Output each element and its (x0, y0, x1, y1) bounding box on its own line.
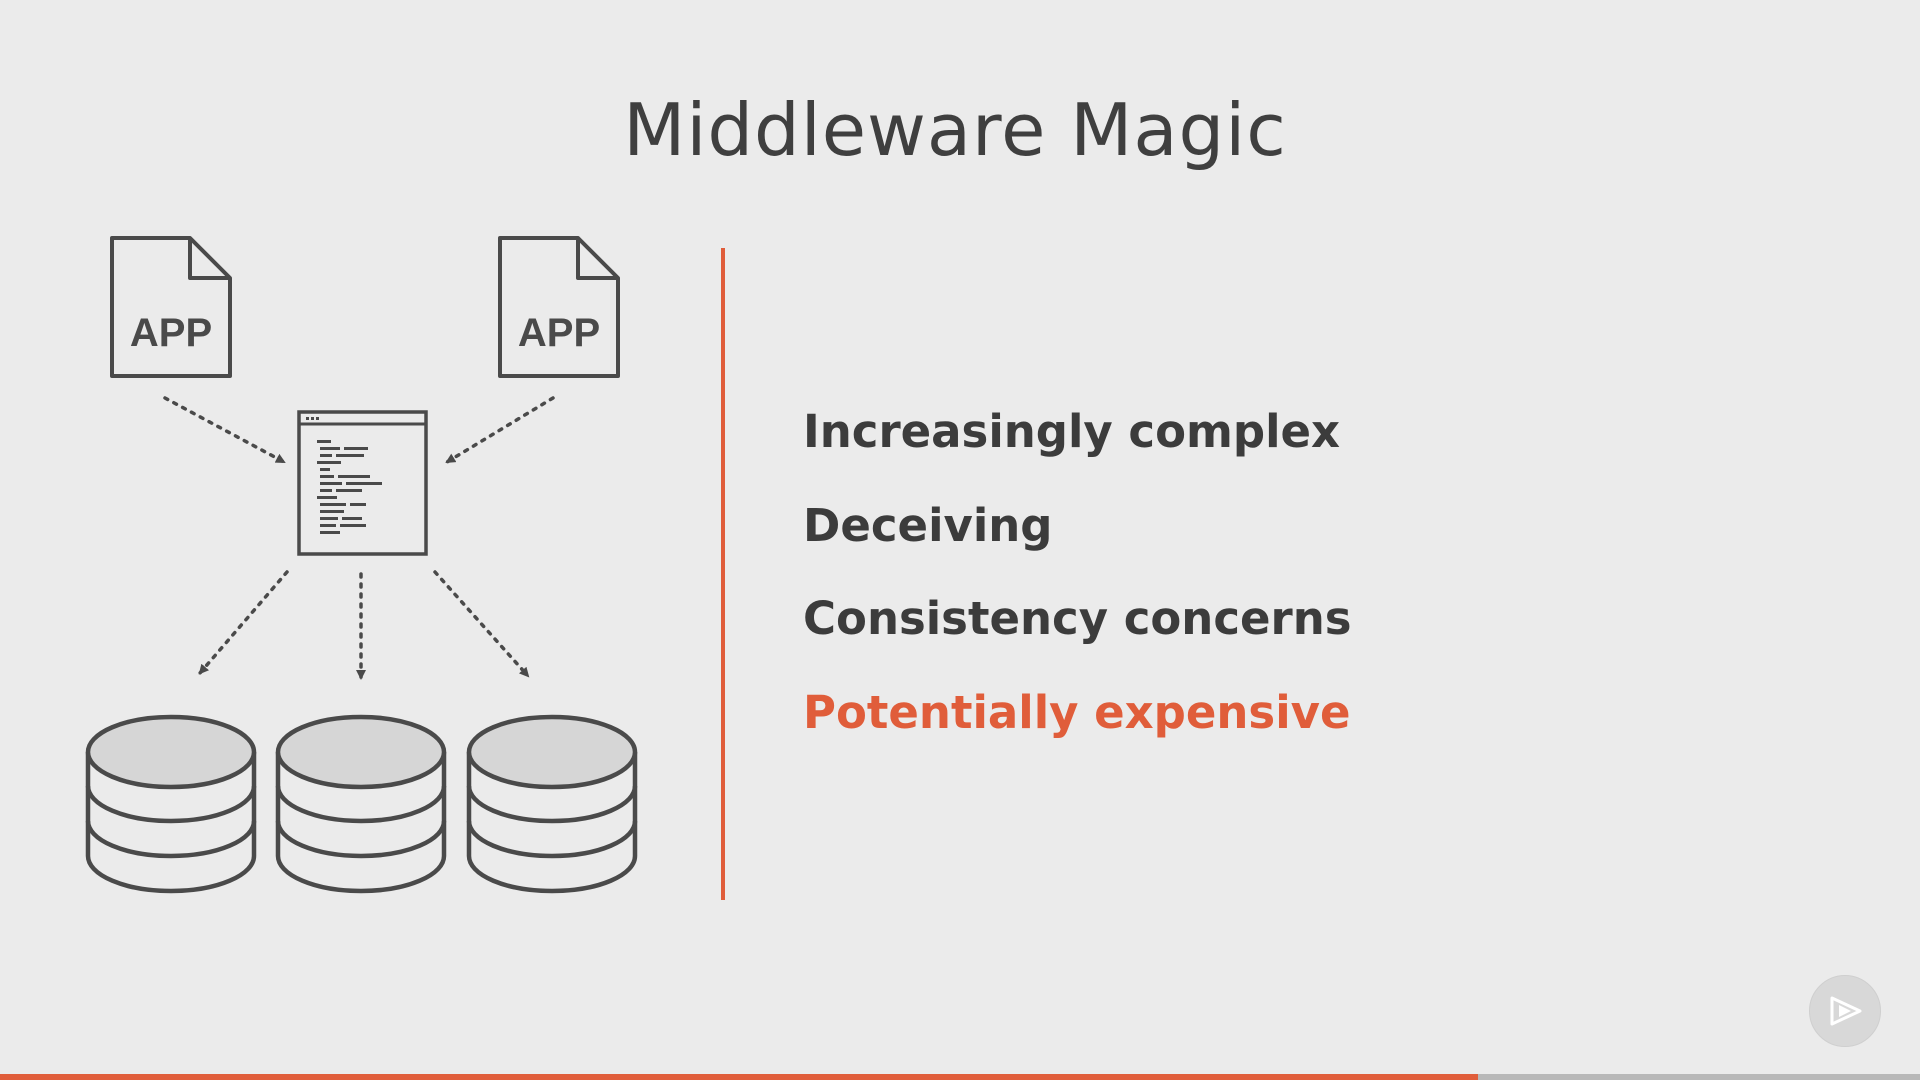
app-label: APP (130, 311, 212, 355)
bullet-list: Increasingly complex Deceiving Consisten… (803, 402, 1352, 776)
arrow (198, 570, 289, 675)
code-window-icon (297, 410, 428, 556)
bullet-item: Consistency concerns (803, 592, 1352, 645)
arrow (433, 570, 530, 678)
app-file-icon: APP (110, 236, 232, 378)
vertical-divider (721, 248, 725, 900)
app-label: APP (518, 311, 600, 355)
arrow (445, 396, 555, 464)
play-icon (1830, 996, 1862, 1026)
app-file-icon: APP (498, 236, 620, 378)
video-progress-fill (0, 1074, 1479, 1080)
middleware-diagram: APP APP (85, 236, 638, 894)
bullet-item: Increasingly complex (803, 405, 1341, 458)
database-icon (85, 714, 257, 894)
arrow (163, 396, 286, 464)
bullet-item: Deceiving (803, 498, 1053, 552)
arrows-in (163, 396, 555, 464)
slide-title: Middleware Magic (623, 88, 1287, 172)
database-icon (466, 714, 638, 894)
bullet-item-highlighted: Potentially expensive (803, 685, 1351, 739)
arrows-out (198, 570, 530, 680)
database-icon (275, 714, 447, 894)
play-button[interactable] (1809, 975, 1881, 1047)
video-progress-bar[interactable] (0, 1074, 1920, 1080)
